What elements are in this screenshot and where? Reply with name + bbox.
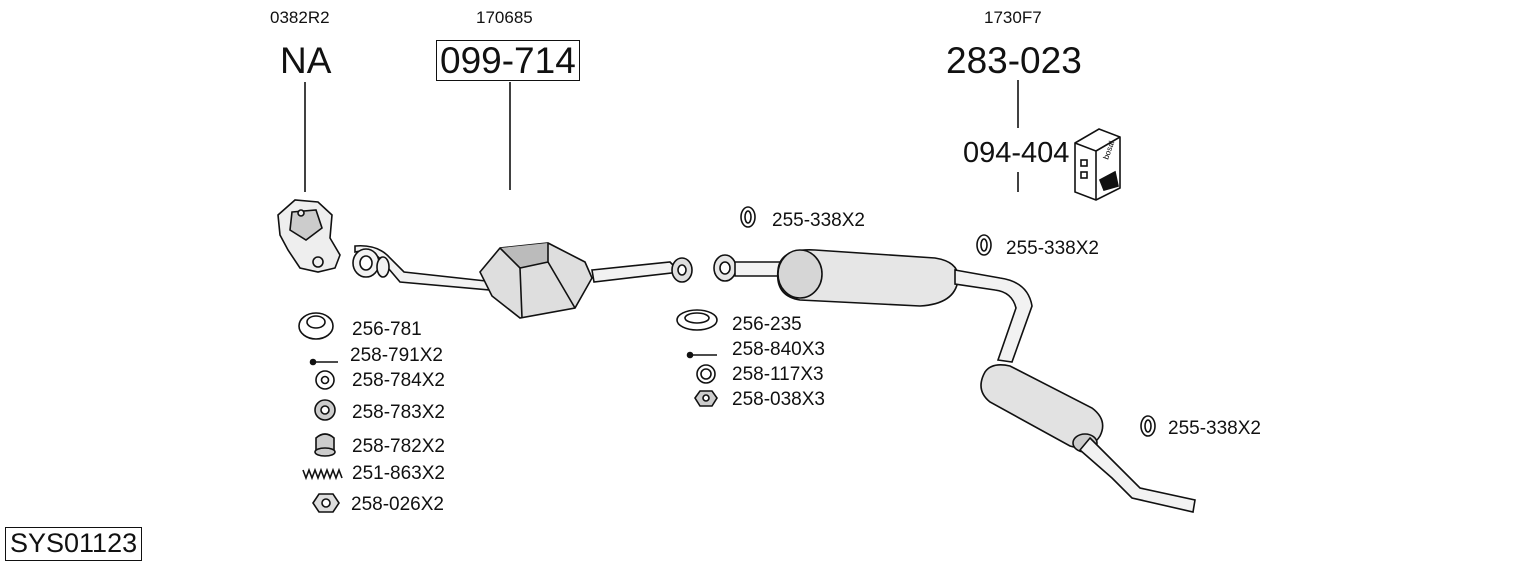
part-left-4: 258-783X2 <box>352 402 445 423</box>
washer-icon <box>696 364 716 384</box>
part-middle-4: 258-038X3 <box>732 389 825 410</box>
gasket-icon <box>676 309 718 331</box>
catalyst-number: 099-714 <box>436 40 580 81</box>
exhaust-manifold <box>277 199 341 273</box>
bolt-icon <box>309 358 338 366</box>
sleeve-icon <box>314 433 336 457</box>
ref-middle: 170685 <box>476 8 533 27</box>
part-middle-1: 256-235 <box>732 314 802 335</box>
rear-silencer <box>980 364 1196 513</box>
part-left-5: 258-782X2 <box>352 436 445 457</box>
bolt-icon <box>686 351 717 359</box>
part-left-7: 258-026X2 <box>351 494 444 515</box>
part-middle-3: 258-117X3 <box>732 364 824 385</box>
part-left-1: 256-781 <box>352 319 422 340</box>
hanger-ring-icon <box>740 206 1156 437</box>
kit-number: 094-404 <box>963 137 1070 169</box>
middle-silencer <box>713 249 1033 363</box>
part-middle-2: 258-840X3 <box>732 339 825 360</box>
spring-washer-icon <box>314 399 336 421</box>
part-left-2: 258-791X2 <box>350 345 443 366</box>
hanger-label-top: 255-338X2 <box>772 210 865 231</box>
front-pipe <box>352 244 497 291</box>
catalytic-converter <box>479 242 693 319</box>
rear-system-number: 283-023 <box>946 40 1082 81</box>
gasket-icon <box>298 312 334 340</box>
system-code: SYS01123 <box>5 527 143 561</box>
nut-icon <box>694 390 718 407</box>
part-left-6: 251-863X2 <box>352 463 445 484</box>
ref-right: 1730F7 <box>984 8 1042 27</box>
washer-icon <box>315 370 335 390</box>
nut-icon <box>312 493 340 513</box>
part-left-3: 258-784X2 <box>352 370 445 391</box>
hanger-label-center: 255-338X2 <box>1006 238 1099 259</box>
spring-icon <box>302 467 343 481</box>
hanger-label-rear: 255-338X2 <box>1168 418 1261 439</box>
kit-box-icon <box>1074 128 1121 201</box>
ref-left: 0382R2 <box>270 8 330 27</box>
front-pipe-number: NA <box>280 40 332 81</box>
